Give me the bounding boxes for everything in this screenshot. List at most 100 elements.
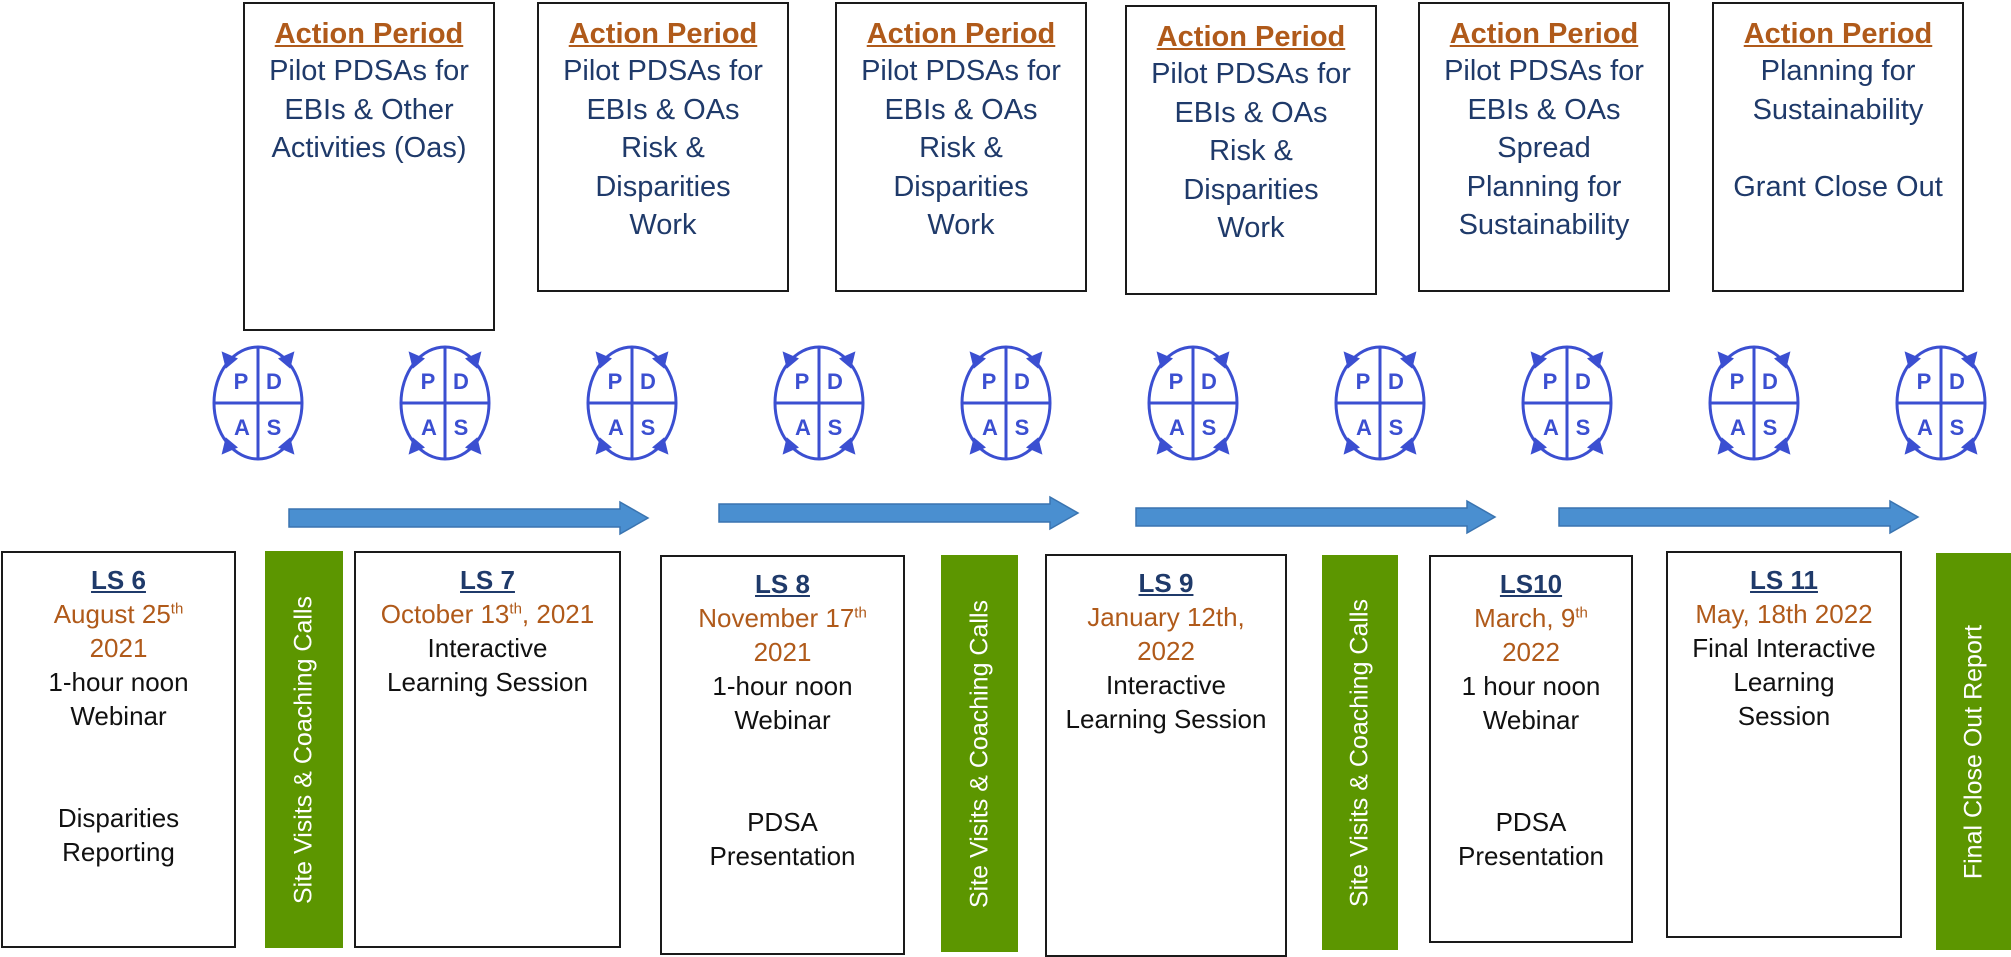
learning-session-line: Webinar	[1482, 705, 1580, 735]
learning-session-line: 1 hour noon	[1461, 671, 1601, 701]
action-period-line: Work	[1217, 212, 1285, 244]
pdsa-letter: S	[1389, 415, 1404, 440]
action-period-line: Work	[927, 209, 995, 241]
learning-session-line	[3, 733, 234, 767]
pdsa-letter: S	[828, 415, 843, 440]
site-visits-bar: Site Visits & Coaching Calls	[941, 555, 1018, 952]
action-period-box-1: Action Period Pilot PDSAs for EBIs & Oth…	[243, 2, 495, 331]
learning-session-date: August 25th	[53, 599, 184, 629]
action-period-title: Action Period	[568, 18, 758, 50]
action-period-line: Work	[629, 209, 697, 241]
action-period-box-6: Action Period Planning for Sustainabilit…	[1712, 2, 1964, 292]
learning-session-box-ls6: LS 6 August 25th 2021 1-hour noon Webina…	[1, 551, 236, 948]
pdsa-letter: P	[1169, 369, 1184, 394]
action-period-line: Pilot PDSAs for	[1444, 55, 1644, 87]
learning-session-line: Interactive	[1106, 670, 1226, 700]
pdsa-letter: A	[1917, 415, 1933, 440]
pdsa-letter: S	[1202, 415, 1217, 440]
pdsa-letter: A	[795, 415, 811, 440]
site-visits-label: Site Visits & Coaching Calls	[289, 595, 318, 904]
site-visits-bar: Site Visits & Coaching Calls	[1322, 555, 1398, 950]
pdsa-letter: D	[1949, 369, 1965, 394]
pdsa-letter: D	[1762, 369, 1778, 394]
learning-session-box-ls7: LS 7 October 13th, 2021 Interactive Lear…	[354, 551, 621, 948]
action-period-line: Spread	[1497, 132, 1591, 164]
action-period-box-3: Action Period Pilot PDSAs for EBIs & OAs…	[835, 2, 1087, 292]
pdsa-letter: D	[640, 369, 656, 394]
action-period-title: Action Period	[866, 18, 1056, 50]
learning-session-line	[1431, 737, 1631, 771]
action-period-line: Disparities	[595, 170, 731, 203]
learning-session-line: Learning	[1733, 667, 1835, 697]
action-period-line: Disparities	[1183, 173, 1319, 206]
pdsa-letter: A	[1730, 415, 1746, 440]
pdsa-letter: A	[1169, 415, 1185, 440]
action-period-line: Planning for	[1760, 55, 1916, 87]
learning-session-line	[3, 767, 234, 801]
action-period-line: EBIs & OAs	[884, 93, 1038, 126]
pdsa-letter: S	[641, 415, 656, 440]
timeline-arrow-icon	[1558, 499, 1920, 535]
final-close-out-label: Final Close Out Report	[1959, 624, 1987, 879]
site-visits-label: Site Visits & Coaching Calls	[1345, 598, 1374, 907]
pdsa-letter: D	[827, 369, 843, 394]
pdsa-letter: A	[608, 415, 624, 440]
action-period-line: Grant Close Out	[1733, 170, 1943, 203]
timeline-arrow-icon	[718, 495, 1080, 531]
learning-session-title: LS 8	[755, 569, 810, 599]
learning-session-title: LS10	[1499, 569, 1563, 599]
action-period-line: Pilot PDSAs for	[861, 55, 1061, 87]
pdsa-letter: P	[795, 369, 810, 394]
pdsa-letter: A	[421, 415, 437, 440]
learning-session-line: Presentation	[709, 841, 856, 871]
action-period-line: Activities (Oas)	[271, 132, 467, 164]
action-period-title: Action Period	[1743, 18, 1933, 50]
action-period-line: Pilot PDSAs for	[269, 55, 469, 87]
pdsa-letter: P	[1543, 369, 1558, 394]
pdsa-letter: P	[1917, 369, 1932, 394]
action-period-line	[1714, 129, 1962, 168]
pdsa-letter: D	[1575, 369, 1591, 394]
learning-session-line: Learning Session	[1065, 704, 1267, 734]
action-period-line: Disparities	[893, 170, 1029, 203]
learning-session-line: 1-hour noon	[48, 667, 189, 697]
learning-session-line: Webinar	[70, 701, 167, 731]
learning-session-box-ls9: LS 9 January 12th, 2022 Interactive Lear…	[1045, 554, 1287, 957]
action-period-line: Pilot PDSAs for	[1151, 58, 1351, 90]
action-period-line: EBIs & Other	[284, 93, 454, 126]
pdsa-letter: D	[1388, 369, 1404, 394]
pdsa-letter: D	[1201, 369, 1217, 394]
learning-session-box-ls11: LS 11 May, 18th 2022 Final Interactive L…	[1666, 551, 1902, 938]
pdsa-letter: S	[1763, 415, 1778, 440]
learning-session-box-ls10: LS10 March, 9th 2022 1 hour noon Webinar…	[1429, 555, 1633, 943]
action-period-line: Sustainability	[1458, 209, 1630, 241]
learning-session-line: Webinar	[734, 705, 831, 735]
learning-session-line: Disparities	[57, 803, 180, 833]
action-period-line: Risk &	[621, 132, 705, 164]
pdsa-letter: A	[982, 415, 998, 440]
learning-session-date: November 17th	[698, 603, 867, 633]
pdsa-letter: D	[1014, 369, 1030, 394]
learning-session-box-ls8: LS 8 November 17th 2021 1-hour noon Webi…	[660, 555, 905, 955]
action-period-box-2: Action Period Pilot PDSAs for EBIs & OAs…	[537, 2, 789, 292]
learning-session-date-year: 2021	[89, 633, 148, 663]
pdsa-letter: P	[1356, 369, 1371, 394]
learning-session-line	[662, 737, 903, 771]
learning-session-line: Session	[1737, 701, 1831, 731]
timeline-arrow-icon	[1135, 499, 1497, 535]
pdsa-letter: S	[454, 415, 469, 440]
learning-session-date: January 12th,	[1087, 602, 1245, 632]
action-period-line: Planning for	[1466, 170, 1622, 203]
pdsa-letter: P	[421, 369, 436, 394]
learning-session-line: Learning Session	[387, 667, 588, 697]
learning-session-date: October 13th, 2021	[380, 599, 595, 629]
learning-session-date-year: 2022	[1137, 636, 1195, 666]
learning-session-line	[1431, 771, 1631, 805]
